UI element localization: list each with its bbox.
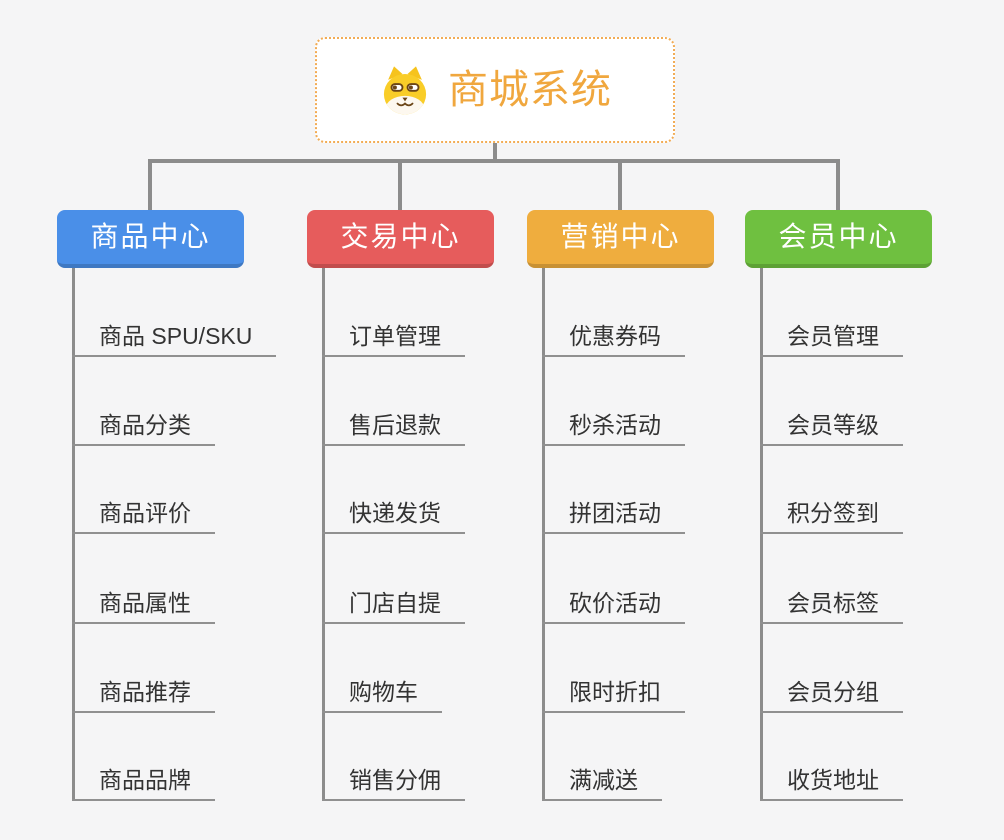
branch-drop-line-trade-center: [398, 159, 402, 210]
sub-item-marketing-center-0[interactable]: 优惠券码: [542, 313, 685, 357]
sub-item-member-center-3[interactable]: 会员标签: [760, 580, 903, 624]
sub-item-trade-center-1[interactable]: 售后退款: [322, 402, 465, 446]
sub-item-label: 快递发货: [349, 499, 441, 526]
branch-node-member-center[interactable]: 会员中心: [745, 210, 932, 268]
sub-item-member-center-0[interactable]: 会员管理: [760, 313, 903, 357]
sub-item-label: 会员管理: [787, 322, 879, 349]
sub-item-product-center-0[interactable]: 商品 SPU/SKU: [72, 313, 277, 357]
branch-drop-line-marketing-center: [618, 159, 622, 210]
sub-item-marketing-center-1[interactable]: 秒杀活动: [542, 402, 685, 446]
sub-item-label: 满减送: [569, 766, 638, 793]
sub-item-marketing-center-4[interactable]: 限时折扣: [542, 669, 685, 713]
root-node[interactable]: 商城系统: [315, 37, 675, 143]
branch-drop-line-member-center: [836, 159, 840, 210]
branch-trunk-line-trade-center: [322, 268, 325, 801]
branch-node-trade-center[interactable]: 交易中心: [307, 210, 494, 268]
sub-item-trade-center-3[interactable]: 门店自提: [322, 580, 465, 624]
sub-item-label: 拼团活动: [569, 499, 661, 526]
sub-item-marketing-center-3[interactable]: 砍价活动: [542, 580, 685, 624]
sub-item-trade-center-2[interactable]: 快递发货: [322, 490, 465, 534]
sub-item-label: 收货地址: [787, 766, 879, 793]
sub-item-label: 商品 SPU/SKU: [99, 322, 253, 349]
sub-item-product-center-3[interactable]: 商品属性: [72, 580, 215, 624]
branch-label-trade-center: 交易中心: [340, 221, 461, 252]
sub-item-product-center-2[interactable]: 商品评价: [72, 490, 215, 534]
sub-item-label: 秒杀活动: [569, 411, 661, 438]
sub-item-label: 售后退款: [349, 411, 441, 438]
sub-item-label: 商品属性: [99, 589, 191, 616]
sub-item-label: 限时折扣: [569, 678, 661, 705]
sub-item-member-center-2[interactable]: 积分签到: [760, 490, 903, 534]
sub-item-label: 商品品牌: [99, 766, 191, 793]
sub-item-label: 商品推荐: [99, 678, 191, 705]
sub-item-label: 商品分类: [99, 411, 191, 438]
sub-item-trade-center-4[interactable]: 购物车: [322, 669, 442, 713]
sub-item-member-center-1[interactable]: 会员等级: [760, 402, 903, 446]
sub-item-label: 购物车: [349, 678, 418, 705]
branch-node-marketing-center[interactable]: 营销中心: [527, 210, 714, 268]
sub-item-marketing-center-2[interactable]: 拼团活动: [542, 490, 685, 534]
sub-item-label: 会员等级: [787, 411, 879, 438]
sub-item-product-center-5[interactable]: 商品品牌: [72, 757, 215, 801]
connector-bus-line: [148, 159, 840, 163]
sub-item-product-center-1[interactable]: 商品分类: [72, 402, 215, 446]
branch-drop-line-product-center: [148, 159, 152, 210]
branch-label-marketing-center: 营销中心: [560, 221, 681, 252]
sub-item-product-center-4[interactable]: 商品推荐: [72, 669, 215, 713]
sub-item-trade-center-5[interactable]: 销售分佣: [322, 757, 465, 801]
branch-label-member-center: 会员中心: [778, 221, 899, 252]
sub-item-trade-center-0[interactable]: 订单管理: [322, 313, 465, 357]
sub-item-member-center-4[interactable]: 会员分组: [760, 669, 903, 713]
sub-item-label: 会员分组: [787, 678, 879, 705]
branch-trunk-line-marketing-center: [542, 268, 545, 801]
sub-item-marketing-center-5[interactable]: 满减送: [542, 757, 662, 801]
sub-item-label: 积分签到: [787, 499, 879, 526]
sub-item-label: 优惠券码: [569, 322, 661, 349]
sub-item-member-center-5[interactable]: 收货地址: [760, 757, 903, 801]
branch-label-product-center: 商品中心: [90, 221, 211, 252]
sub-item-label: 门店自提: [349, 589, 441, 616]
sub-item-label: 砍价活动: [569, 589, 661, 616]
branch-trunk-line-product-center: [72, 268, 75, 801]
sub-item-label: 销售分佣: [349, 766, 441, 793]
branch-trunk-line-member-center: [760, 268, 763, 801]
branch-node-product-center[interactable]: 商品中心: [57, 210, 244, 268]
shiba-dog-face-icon: [383, 66, 427, 115]
sub-item-label: 订单管理: [349, 322, 441, 349]
sub-item-label: 会员标签: [787, 589, 879, 616]
root-stem-line: [493, 143, 497, 163]
root-title: 商城系统: [448, 68, 612, 112]
sub-item-label: 商品评价: [99, 499, 191, 526]
